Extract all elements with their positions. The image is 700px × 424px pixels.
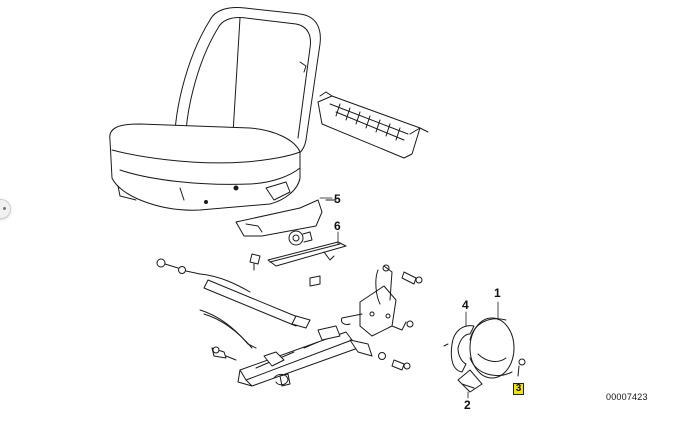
round-cover-part1 <box>469 317 526 379</box>
cable-rod-assembly <box>156 258 311 349</box>
label-part1: 1 <box>494 286 501 300</box>
bolt-small <box>249 253 261 271</box>
seat-rail <box>237 325 359 387</box>
seat-cushion <box>109 123 301 211</box>
screws <box>391 271 423 371</box>
label-part2: 2 <box>464 398 471 412</box>
diagram-id: 00007423 <box>606 392 648 402</box>
ring-part4 <box>443 325 475 373</box>
trim-cover-part5 <box>235 199 337 246</box>
adjuster-mechanism <box>341 264 414 360</box>
plate-part6 <box>267 241 347 287</box>
wedge-part2 <box>457 369 483 393</box>
seat-backrest <box>174 7 321 161</box>
label-part4: 4 <box>462 298 469 312</box>
vent-grille <box>317 91 429 159</box>
label-part3-highlighted[interactable]: 3 <box>513 383 524 395</box>
label-part5: 5 <box>334 192 341 206</box>
pin-lower <box>211 346 237 361</box>
label-part6: 6 <box>334 219 341 233</box>
clip <box>273 373 289 386</box>
leader-lines <box>319 197 499 399</box>
